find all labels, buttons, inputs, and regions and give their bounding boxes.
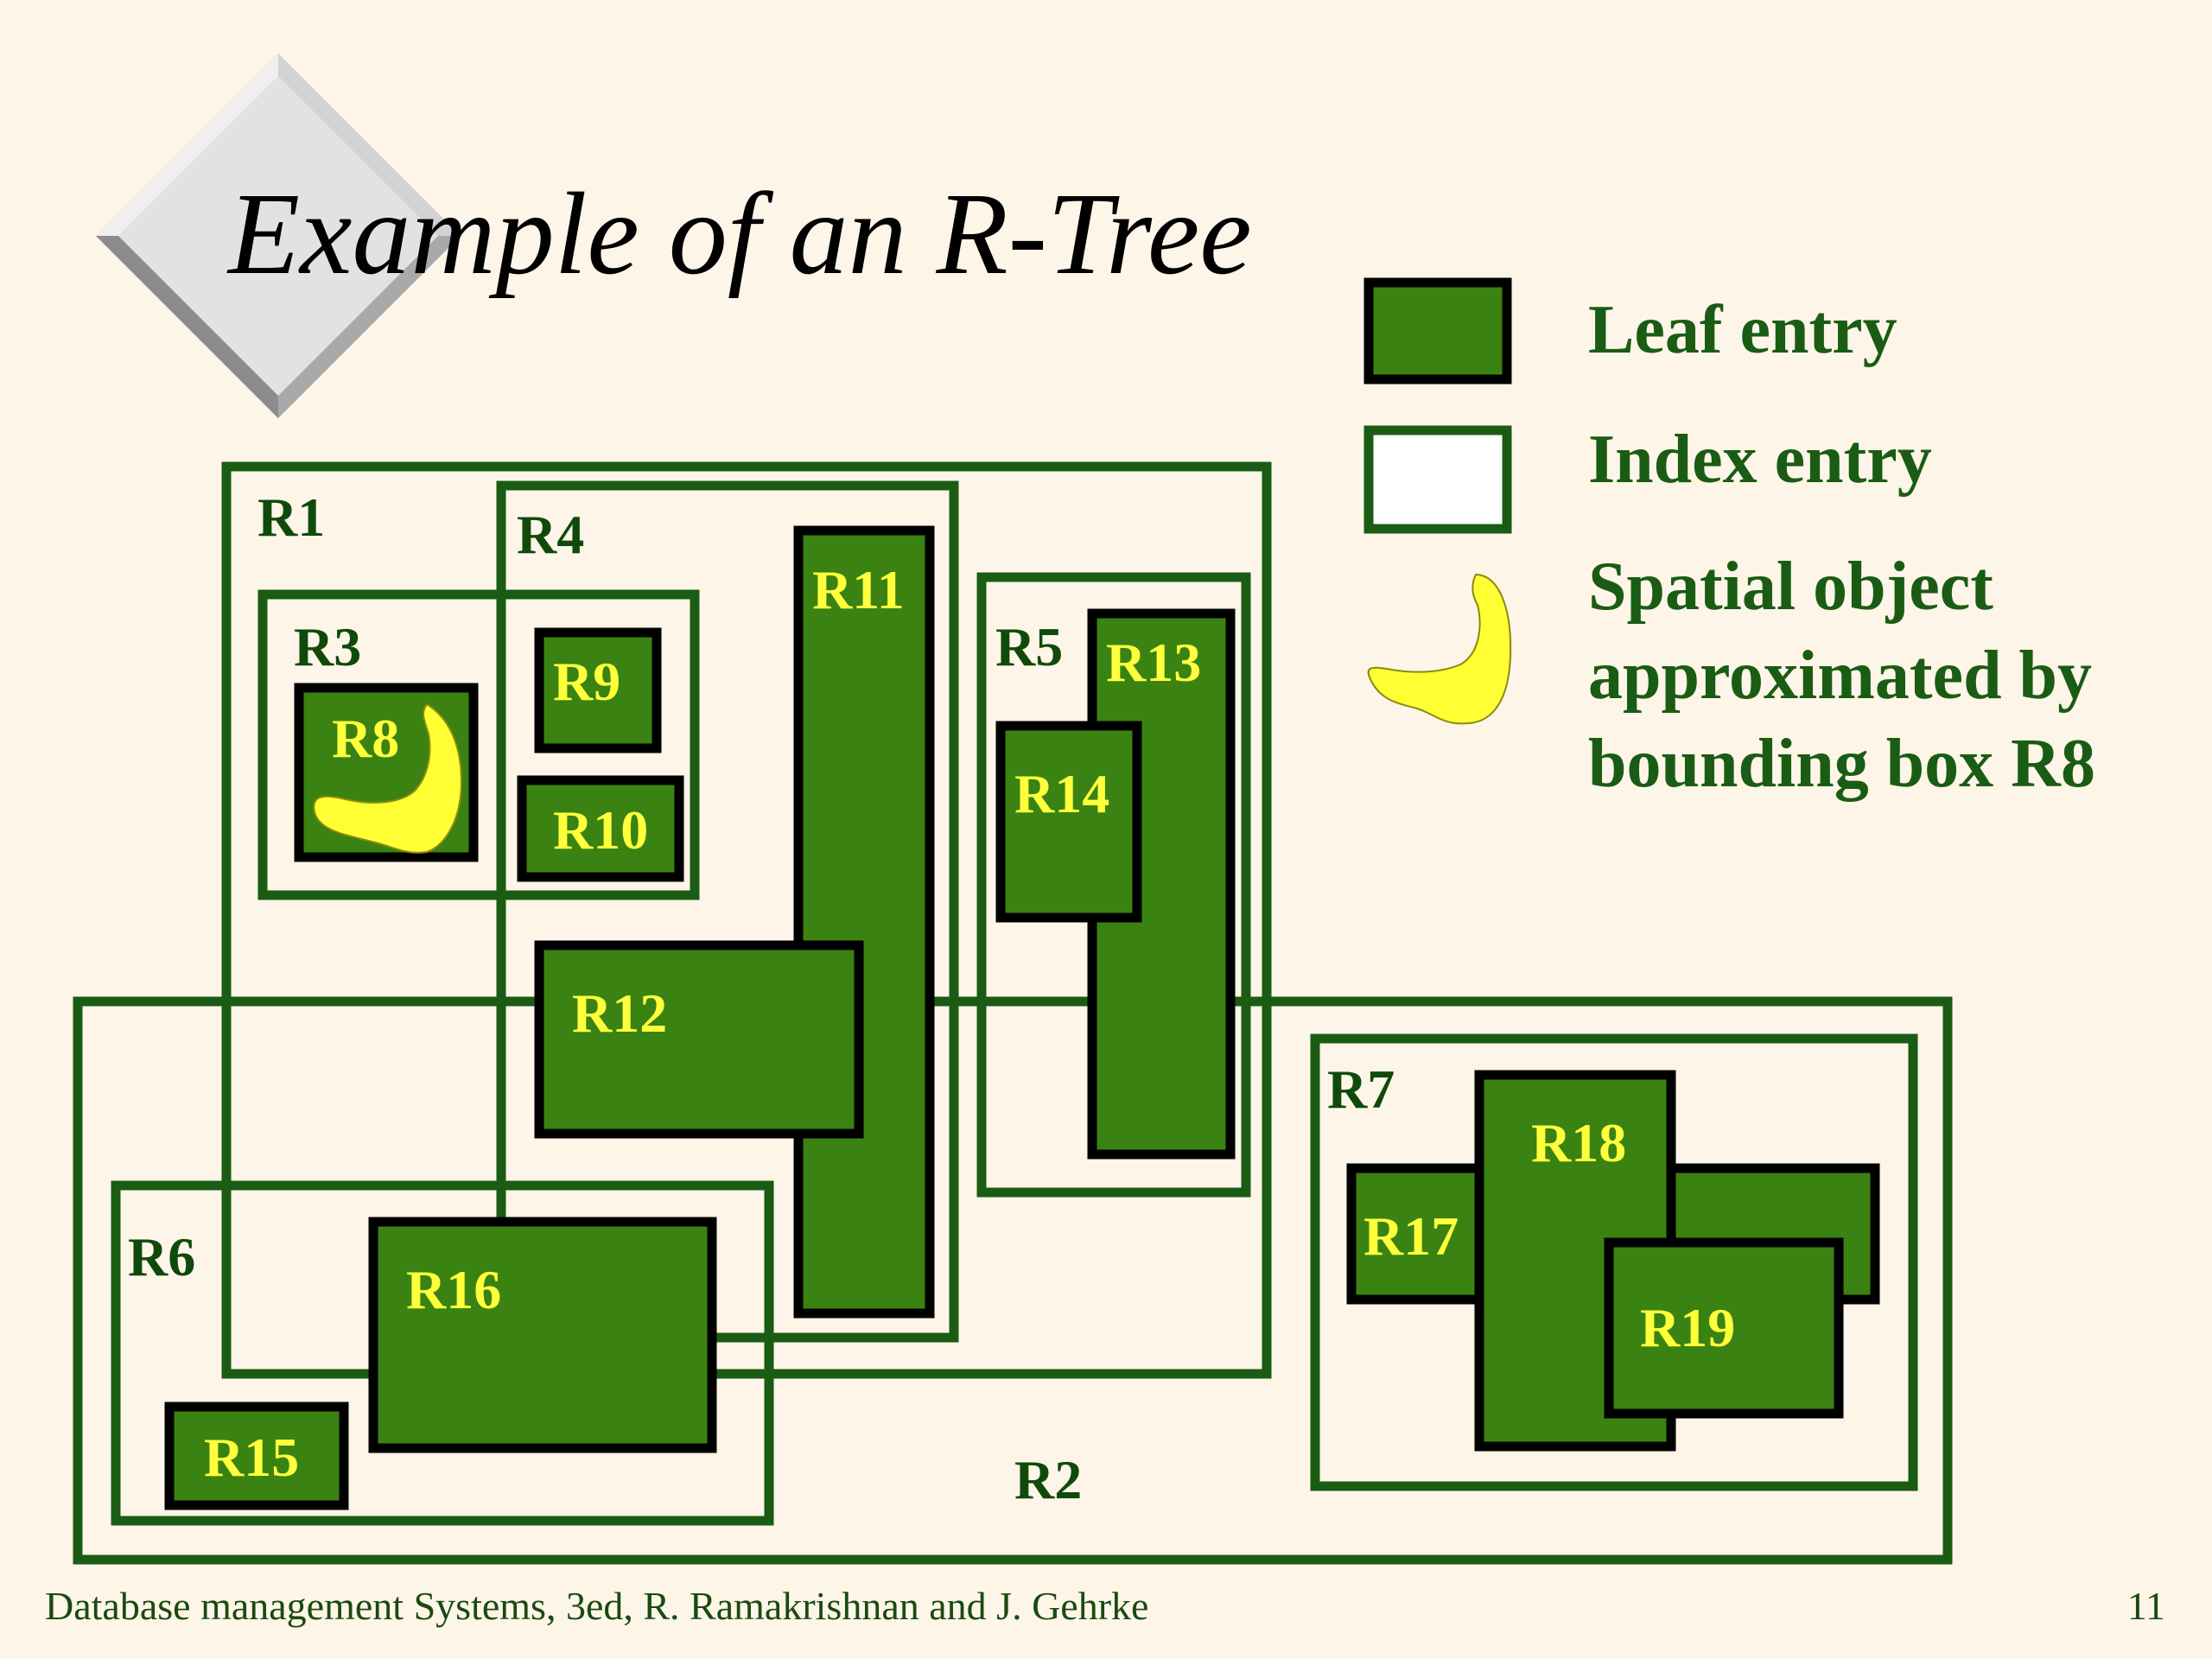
legend-index-swatch	[1363, 425, 1512, 534]
index-box-r6	[111, 1180, 774, 1526]
label-r6: R6	[128, 1226, 195, 1287]
leaf-labels: R8 R9 R10 R11 R12 R13 R14 R15 R16 R17 R1…	[204, 559, 1735, 1488]
legend-spatial-line-2: approximated by	[1588, 638, 2092, 714]
legend-leaf-swatch	[1363, 277, 1512, 385]
leaf-box-r10	[517, 775, 684, 882]
label-r5: R5	[995, 616, 1063, 677]
leaf-box-r16	[368, 1217, 717, 1453]
index-labels: R1 R2 R3 R4 R5 R6 R7	[128, 486, 1395, 1510]
label-r2: R2	[1014, 1449, 1082, 1510]
spatial-object-shape	[313, 702, 463, 854]
label-r1: R1	[257, 486, 325, 548]
label-r13: R13	[1106, 632, 1201, 693]
label-r12: R12	[572, 982, 667, 1044]
label-r18: R18	[1531, 1112, 1626, 1173]
legend-spatial-object-shape	[1367, 573, 1512, 725]
label-r15: R15	[204, 1427, 299, 1488]
label-r8: R8	[332, 708, 399, 769]
leaf-box-r14	[995, 721, 1142, 923]
index-box-r3	[257, 589, 700, 900]
label-r7: R7	[1327, 1058, 1395, 1120]
label-r17: R17	[1363, 1205, 1459, 1267]
diamond-bullet-icon	[96, 54, 461, 418]
leaf-box-r15	[164, 1402, 349, 1510]
footer-page-number: 11	[2127, 1584, 2165, 1628]
index-entries	[73, 461, 1953, 1565]
index-box-r2	[73, 996, 1953, 1565]
label-r14: R14	[1014, 763, 1109, 824]
legend-index-label: Index entry	[1588, 422, 1932, 498]
leaf-entries	[164, 525, 1880, 1510]
legend-spatial-line-1: Spatial object	[1588, 549, 1993, 625]
index-box-r1	[221, 461, 1272, 1379]
label-r4: R4	[517, 504, 584, 565]
label-r11: R11	[812, 559, 905, 620]
label-r16: R16	[406, 1259, 501, 1320]
legend-spatial-line-3: bounding box R8	[1588, 726, 2095, 802]
legend-leaf-label: Leaf entry	[1588, 292, 1897, 368]
leaf-box-r19	[1604, 1237, 1844, 1419]
label-r9: R9	[553, 651, 620, 712]
slide-title: Example of an R-Tree	[226, 169, 1252, 299]
leaf-box-r9	[534, 627, 662, 753]
index-box-r4	[496, 480, 959, 1343]
footer-citation: Database management Systems, 3ed, R. Ram…	[45, 1584, 1148, 1628]
leaf-box-r12	[534, 940, 864, 1139]
legend: Leaf entry Index entry Spatial object ap…	[1363, 277, 2095, 802]
index-box-r7	[1310, 1033, 1918, 1491]
label-r10: R10	[553, 799, 648, 861]
leaf-box-r11	[793, 525, 935, 1319]
label-r3: R3	[294, 616, 361, 677]
label-r19: R19	[1640, 1297, 1735, 1358]
index-box-r5	[976, 572, 1251, 1198]
